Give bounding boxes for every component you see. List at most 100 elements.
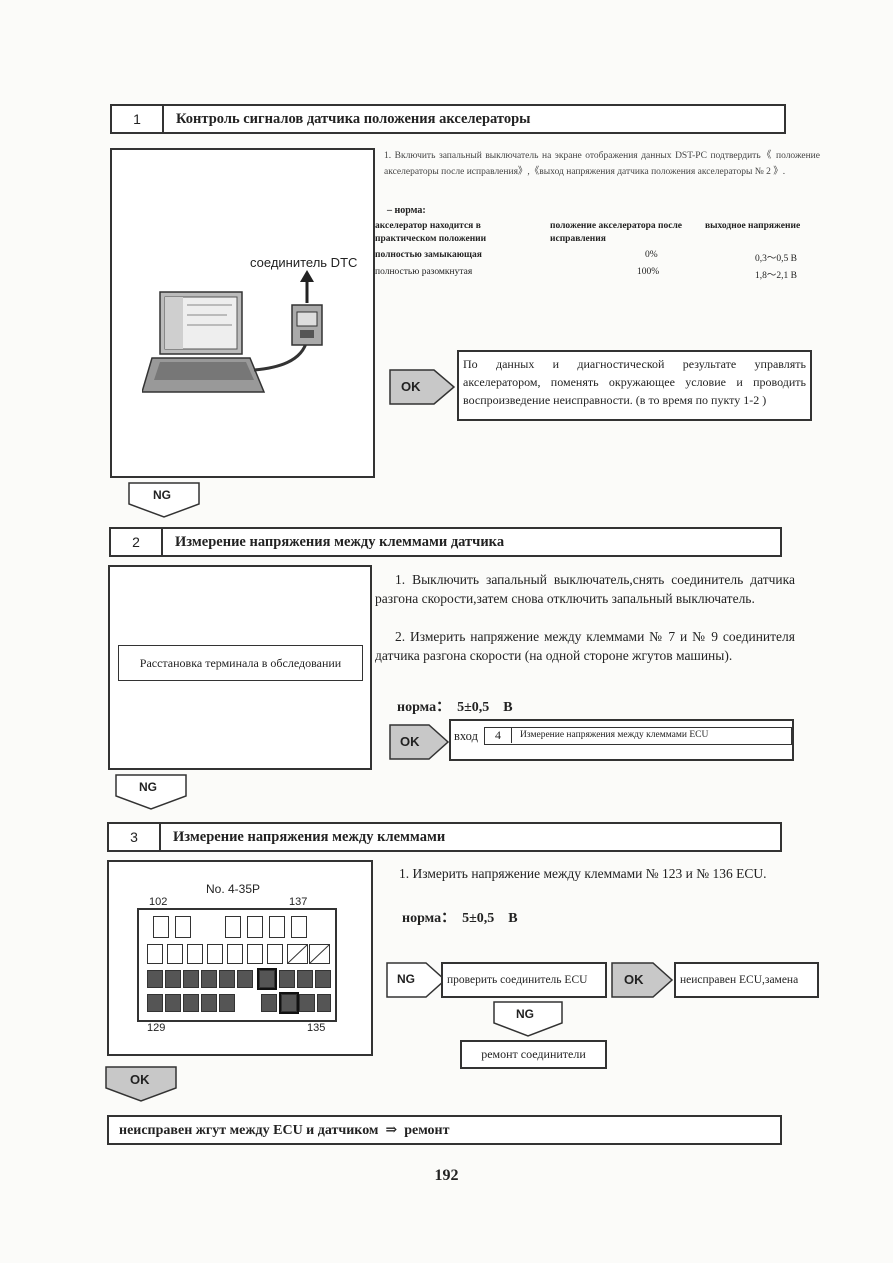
connector-pin (225, 916, 241, 938)
step2-instruction1: 1. Выключить запальный выключатель,снять… (375, 572, 795, 606)
table-header-after-fix: положение акселератора после исправления (550, 221, 683, 244)
connector-pin (187, 944, 203, 964)
connector-pin-highlighted (279, 992, 299, 1014)
step2-norm: норма： 5±0,5 В (397, 700, 513, 715)
step3-ng-arrow: NG (386, 962, 446, 998)
connector-pin (247, 944, 263, 964)
step3-instruction: 1. Измерить напряжение между клеммами № … (399, 866, 767, 881)
connector-pin (227, 944, 243, 964)
laptop-dst-pc-illustration (142, 270, 323, 393)
step1-norm-label: – норма: (387, 205, 426, 216)
unused-pin-slots (287, 944, 330, 964)
connector-pin (183, 994, 199, 1012)
step1-ok-arrow: OK (389, 369, 455, 405)
step3-ok2-label: OK (130, 1072, 150, 1087)
connector-pin (279, 970, 295, 988)
connector-pin (267, 944, 283, 964)
step3-number: 3 (109, 824, 161, 850)
table-row1-col1: полностью замыкающая (375, 250, 482, 260)
step1-ok-label: OK (401, 379, 421, 394)
step2-goto-title: Измерение напряжения между клеммами ECU (520, 730, 709, 740)
connector-pin (201, 970, 217, 988)
step3-title: Измерение напряжения между клеммами (173, 828, 446, 845)
connector-pin (247, 916, 263, 938)
step3-image-box: No. 4-35P 102 137 (107, 860, 373, 1056)
step2-instruction2: 2. Измерить напряжение между клеммами № … (375, 629, 795, 663)
step1-title: Контроль сигналов датчика положения аксе… (176, 110, 531, 127)
connector-pin (269, 916, 285, 938)
step1-instruction: 1. Включить запальный выключатель на экр… (384, 151, 820, 177)
pin-label-bottom-left: 129 (147, 1022, 166, 1034)
step2-goto-num: 4 (485, 728, 512, 743)
ecu-replace-text: неисправен ECU,замена (680, 974, 799, 986)
table-row2-col2: 100% (637, 267, 660, 277)
connector-pin (165, 970, 181, 988)
step2-title: Измерение напряжения между клеммами датч… (175, 533, 505, 550)
connector-pin-highlighted (257, 968, 277, 990)
terminal-arrangement-box: Расстановка терминала в обследовании (118, 645, 363, 681)
step1-ng-arrow: NG (128, 482, 200, 518)
step3-ok-arrow: OK (611, 962, 673, 998)
step3-ng2-arrow: NG (493, 1001, 563, 1037)
connector-pin (207, 944, 223, 964)
step2-goto-ref: 4 Измерение напряжения между клеммами EC… (484, 727, 792, 745)
step2-goto-box: вход 4 Измерение напряжения между клемма… (449, 719, 794, 761)
step3-ng-label: NG (397, 972, 415, 986)
check-connector-text: проверить соединитель ECU (447, 974, 588, 986)
step1-header: 1 Контроль сигналов датчика положения ак… (110, 104, 786, 134)
step3-ok2-arrow: OK (105, 1066, 177, 1102)
pin-label-bottom-right: 135 (307, 1022, 326, 1034)
connector-pin (317, 994, 331, 1012)
connector-pin (183, 970, 199, 988)
connector-pin (147, 944, 163, 964)
step1-ok-result-box: По данных и диагностической результате у… (457, 350, 812, 421)
table-row1-col3: 0,3～0,5 В (755, 254, 797, 264)
final-conclusion-text: неисправен жгут между ECU и датчиком ⇒ р… (119, 1122, 450, 1138)
connector-pin (219, 970, 235, 988)
step2-ng-arrow: NG (115, 774, 187, 810)
connector-pin (261, 994, 277, 1012)
ecu-replace-box: неисправен ECU,замена (674, 962, 819, 998)
pin-label-top-left: 102 (149, 896, 168, 908)
table-row2-col3: 1,8～2,1 В (755, 271, 797, 281)
page-number: 192 (434, 1167, 459, 1184)
connector-pin (147, 970, 163, 988)
step3-norm: норма： 5±0,5 В (402, 911, 518, 926)
connector-pin (219, 994, 235, 1012)
connector-pin (291, 916, 307, 938)
step2-image-box: Расстановка терминала в обследовании (108, 565, 372, 770)
step2-ok-arrow: OK (389, 724, 449, 760)
connector-pin (201, 994, 217, 1012)
step1-ok-text: По данных и диагностической результате у… (463, 357, 806, 407)
connector-pin (147, 994, 163, 1012)
step2-header: 2 Измерение напряжения между клеммами да… (109, 527, 782, 557)
step3-ok-label: OK (624, 972, 644, 987)
check-connector-box: проверить соединитель ECU (441, 962, 607, 998)
step3-ng2-label: NG (516, 1007, 534, 1021)
ecu-connector-diagram (137, 908, 337, 1022)
connector-pin (175, 916, 191, 938)
step1-number: 1 (112, 106, 164, 132)
step2-goto-prefix: вход (454, 729, 478, 743)
connector-pin (165, 994, 181, 1012)
terminal-arrangement-label: Расстановка терминала в обследовании (139, 655, 342, 670)
step1-ng-label: NG (153, 488, 171, 502)
pin-label-top-right: 137 (289, 896, 308, 908)
repair-connector-box: ремонт соединители (460, 1040, 607, 1069)
dtc-connector-label: соединитель DTC (250, 255, 358, 270)
step3-header: 3 Измерение напряжения между клеммами (107, 822, 782, 852)
connector-pin (153, 916, 169, 938)
repair-connector-text: ремонт соединители (481, 1047, 586, 1061)
table-row1-col2: 0% (645, 250, 658, 260)
connector-pin (297, 970, 313, 988)
connector-pin (299, 994, 315, 1012)
step2-number: 2 (111, 529, 163, 555)
step2-ok-label: OK (400, 734, 420, 749)
connector-pin (315, 970, 331, 988)
step1-image-box: соединитель DTC (110, 148, 375, 478)
table-header-position: акселератор находится в практическом пол… (375, 221, 487, 244)
table-row2-col1: полностью разомкнутая (375, 267, 473, 277)
connector-pin (237, 970, 253, 988)
final-conclusion-box: неисправен жгут между ECU и датчиком ⇒ р… (107, 1115, 782, 1145)
table-header-voltage: выходное напряжение (705, 221, 801, 231)
